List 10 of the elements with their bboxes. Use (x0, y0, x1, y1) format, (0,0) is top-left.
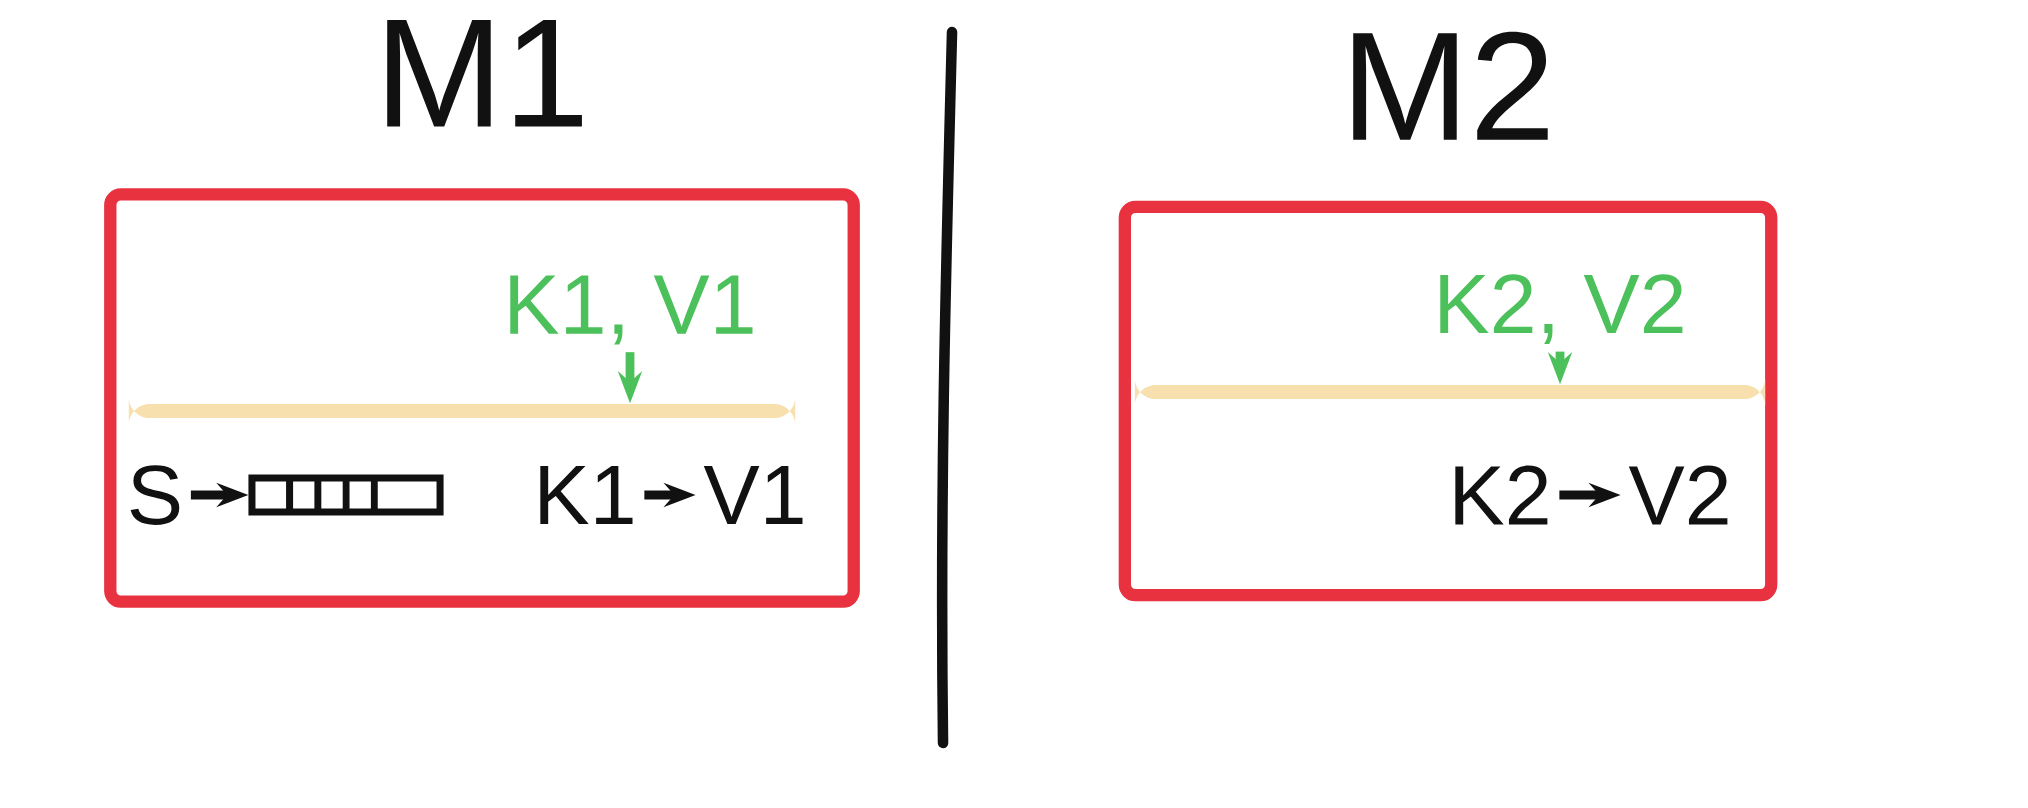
handwritten-label: S (130, 465, 180, 525)
handwritten-label: V2 (1628, 465, 1728, 525)
handwritten-label: K1, V1 (510, 275, 753, 345)
handwritten-label: K2 (1455, 465, 1548, 525)
panel-title: M2 (1353, 31, 1548, 140)
queue-drawing (248, 474, 444, 516)
handwritten-label: K1 (540, 466, 633, 525)
panel-title: M1 (387, 20, 582, 127)
handwritten-label: K2, V2 (1440, 274, 1683, 344)
handwritten-label: V1 (703, 466, 803, 525)
